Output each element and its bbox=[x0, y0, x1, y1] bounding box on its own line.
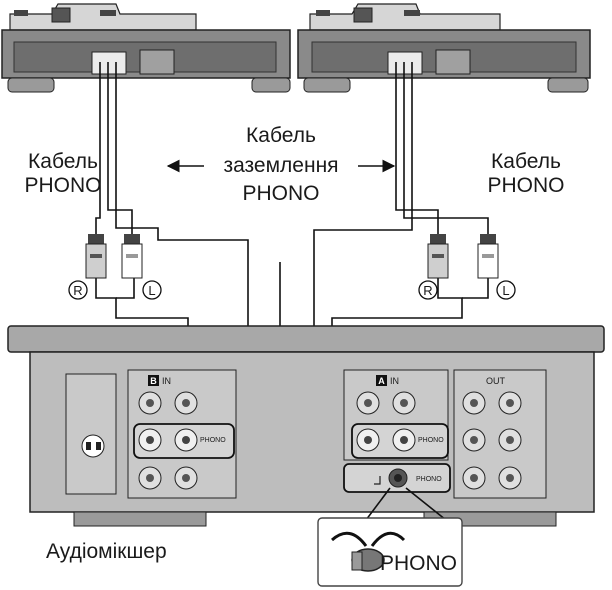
phono-zoom-callout bbox=[317, 487, 463, 587]
ground-terminal: PHONO bbox=[343, 463, 451, 493]
panel-b-in: IN bbox=[162, 376, 171, 386]
input-panel-a: A IN PHONO bbox=[343, 369, 449, 461]
panel-b-phono: PHONO bbox=[200, 437, 226, 444]
panel-a-letter: A bbox=[378, 376, 385, 386]
ground-cable-label-line2: заземлення bbox=[223, 154, 339, 177]
rca-plugs-left bbox=[85, 234, 143, 279]
output-panel: OUT bbox=[453, 369, 547, 499]
rca-mark-l-left: L bbox=[142, 280, 162, 300]
phono-cable-label-left: Кабель PHONO bbox=[24, 150, 102, 197]
ground-cable-label-line3: PHONO bbox=[242, 182, 320, 205]
rca-mark-r-left-text: R bbox=[73, 283, 82, 298]
turntable-left bbox=[1, 3, 291, 93]
rca-mark-r-left: R bbox=[68, 280, 88, 300]
phono-terminal-label: PHONO bbox=[380, 552, 458, 575]
input-panel-b: B IN PHONO bbox=[127, 369, 237, 499]
panel-b-letter: B bbox=[150, 376, 157, 386]
phono-cable-label-right: Кабель PHONO bbox=[487, 150, 565, 197]
rca-mark-l-right: L bbox=[496, 280, 516, 300]
panel-a-phono: PHONO bbox=[418, 437, 444, 444]
rca-plugs-right bbox=[427, 234, 499, 279]
rca-mark-l-left-text: L bbox=[148, 283, 155, 298]
ground-terminal-phono: PHONO bbox=[416, 476, 442, 483]
rca-mark-r-right-text: R bbox=[423, 283, 432, 298]
rca-mark-l-right-text: L bbox=[502, 283, 509, 298]
rca-mark-r-right: R bbox=[418, 280, 438, 300]
panel-out-label: OUT bbox=[486, 376, 506, 386]
ground-cable-label-line1: Кабель bbox=[246, 124, 316, 147]
mixer-label: Аудіомікшер bbox=[46, 540, 167, 563]
panel-a-in: IN bbox=[390, 376, 399, 386]
turntable-right bbox=[297, 3, 591, 93]
